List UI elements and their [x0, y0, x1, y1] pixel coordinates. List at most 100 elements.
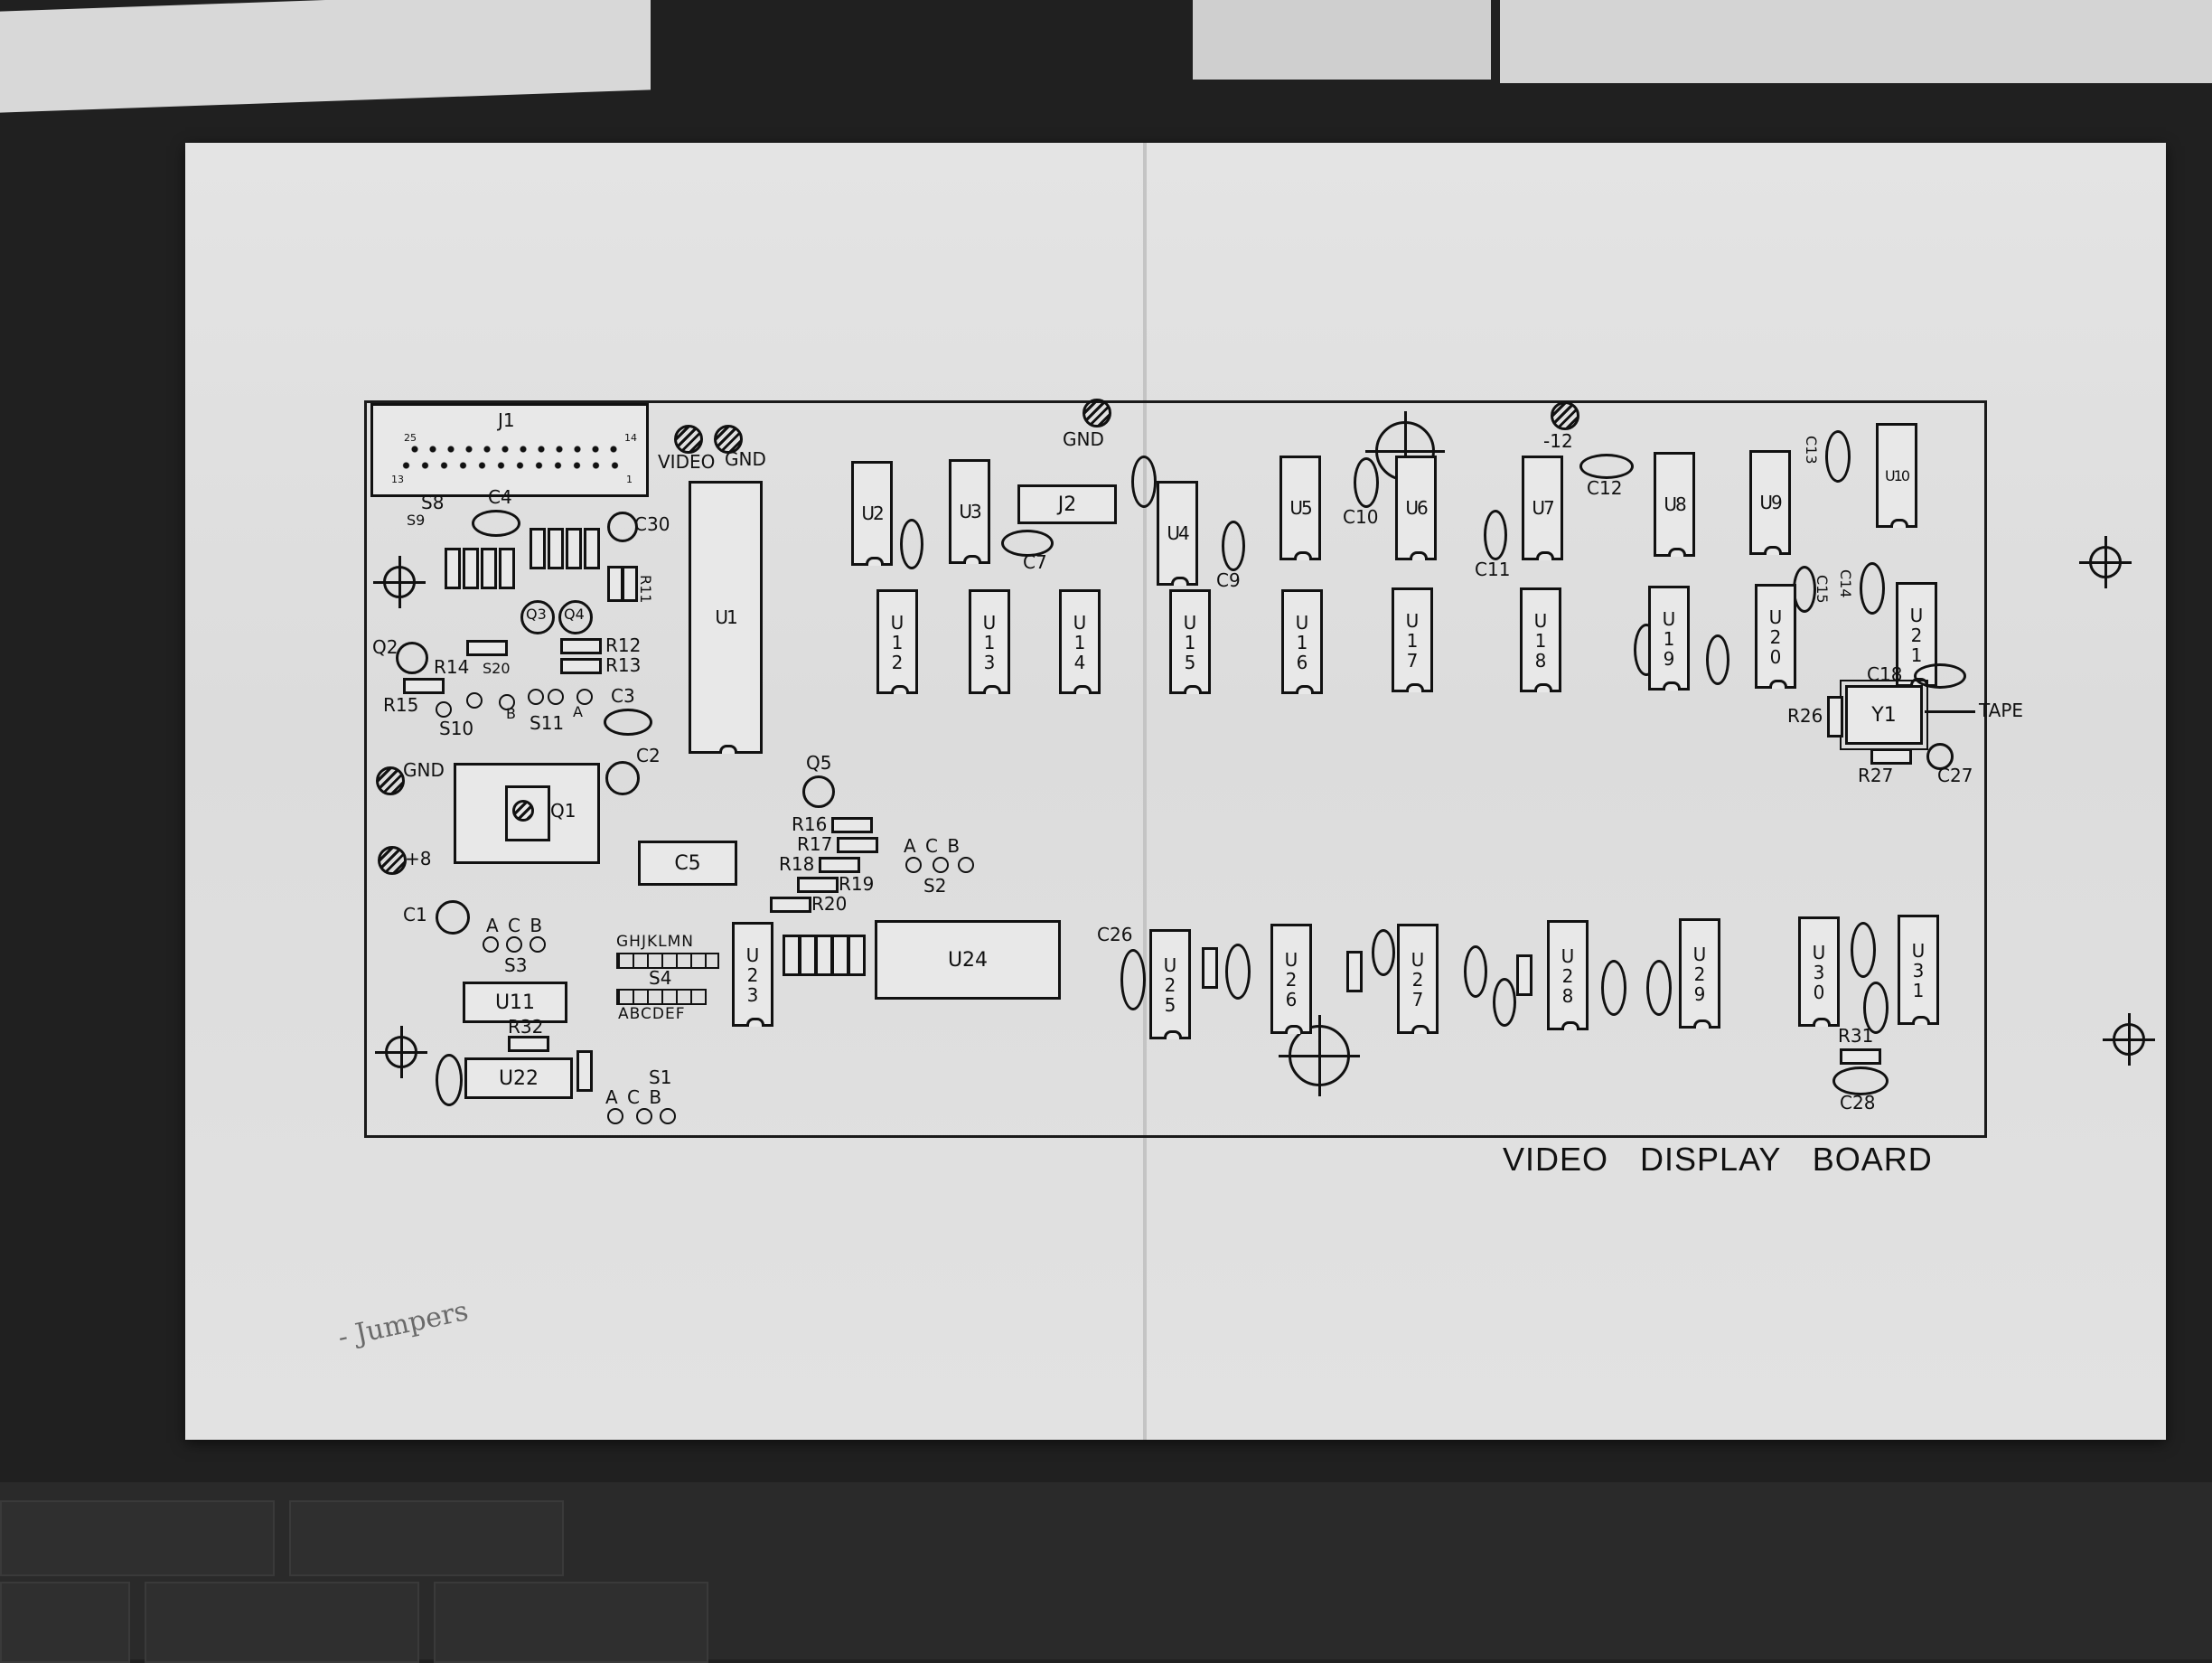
resistor-array [566, 528, 582, 569]
capacitor-c5: C5 [638, 841, 737, 886]
connector-j1-label: J1 [498, 409, 515, 431]
dip-switch-s4-top [616, 953, 719, 969]
resistor-r32 [508, 1036, 549, 1052]
resistor-r31 [1840, 1048, 1881, 1065]
resistor-array [548, 528, 564, 569]
chip-u26-label: U26 [1280, 949, 1302, 1009]
mounting-hole [373, 556, 426, 608]
capacitor-c8 [1131, 456, 1157, 508]
capacitor-c25 [1225, 944, 1251, 1000]
regulator-q1: Q1 [454, 763, 600, 864]
s4-top-label: GHJKLMN [616, 933, 694, 951]
sheet-fold [1143, 143, 1147, 1440]
chip-u22: U22 [464, 1057, 573, 1099]
resistor-r24 [831, 935, 849, 976]
s1-label: S1 [649, 1066, 672, 1088]
r31-label: R31 [1838, 1025, 1874, 1047]
jumper-pad [576, 689, 593, 705]
capacitor-c30 [607, 512, 638, 542]
connector-pin-row [406, 446, 623, 453]
q1-label: Q1 [550, 800, 576, 822]
connector-pin-row [397, 462, 624, 469]
capacitor-c20 [1851, 922, 1876, 978]
chip-u5: U5 [1279, 456, 1321, 560]
capacitor-c13 [1825, 430, 1851, 483]
c12-label: C12 [1587, 477, 1623, 499]
r32-label: R32 [508, 1016, 544, 1038]
r26-label: R26 [1787, 705, 1823, 727]
c28-label: C28 [1840, 1092, 1876, 1113]
chip-u29: U29 [1679, 918, 1720, 1029]
chip-u18: U18 [1520, 587, 1561, 692]
chip-u7-label: U7 [1532, 497, 1554, 519]
c27-label: C27 [1937, 765, 1973, 786]
chip-u12: U12 [876, 589, 918, 694]
chip-u8: U8 [1654, 452, 1695, 557]
plus8-screw-terminal [378, 846, 407, 875]
jumper-pad [958, 857, 974, 873]
capacitor-c7 [1001, 530, 1054, 557]
s4-bottom-label: ABCDEF [618, 1005, 686, 1023]
r20-label: R20 [811, 893, 848, 915]
gnd-label: GND [725, 448, 766, 470]
c3-label: C3 [611, 685, 635, 707]
resistor-r23 [815, 935, 833, 976]
chip-u23-label: U23 [742, 944, 764, 1004]
c26-label: C26 [1097, 924, 1133, 945]
resistor-r29 [1346, 951, 1363, 992]
mounting-hole [1279, 1015, 1360, 1096]
jumper-pad [530, 936, 546, 953]
q2-label: Q2 [372, 636, 398, 658]
capacitor-c6 [900, 519, 923, 569]
regulator-tab [505, 785, 550, 841]
chip-u28-label: U28 [1557, 945, 1579, 1005]
r17-label: R17 [797, 833, 833, 855]
schematic-sheet: J1 25 14 13 1 VIDEO GND GND -12 [185, 143, 2166, 1440]
chip-u21-label: U21 [1906, 605, 1927, 664]
mounting-hole [2079, 536, 2132, 588]
chip-u10-label: U10 [1884, 466, 1910, 484]
chip-u25-label: U25 [1159, 954, 1181, 1014]
chip-u16: U16 [1281, 589, 1323, 694]
chip-u4: U4 [1157, 481, 1198, 586]
chip-u3-label: U3 [959, 501, 981, 522]
capacitor-c17 [1706, 634, 1729, 685]
capacitor-c18 [1914, 663, 1966, 689]
capacitor-c19 [1863, 982, 1889, 1034]
chip-u22-label: U22 [498, 1066, 539, 1090]
chip-u1-label: U1 [715, 606, 737, 628]
chip-u20: U20 [1755, 584, 1796, 689]
chip-u4-label: U4 [1167, 522, 1189, 544]
r12-label: R12 [605, 634, 642, 656]
transistor-q3 [520, 600, 555, 634]
chip-u31-label: U31 [1907, 940, 1929, 1000]
s-a-label: A [573, 703, 583, 720]
connector-pin-label: 25 [404, 432, 417, 444]
j2-label: J2 [1057, 493, 1077, 516]
jumper-pad [905, 857, 922, 873]
connector-pin-label: 14 [624, 432, 637, 444]
gnd-left-label: GND [403, 759, 445, 781]
chip-u25: U25 [1149, 929, 1191, 1039]
c2-label: C2 [636, 745, 661, 766]
plus8-label: +8 [405, 848, 432, 869]
gnd-top-label: GND [1063, 428, 1104, 450]
c18-label: C18 [1867, 663, 1903, 685]
crystal-y1: Y1 [1840, 680, 1928, 750]
resistor-r27 [1870, 748, 1912, 765]
chip-u27: U27 [1397, 924, 1439, 1034]
jumper-pad [528, 689, 544, 705]
resistor-r26 [1827, 696, 1843, 738]
s20-label: S20 [483, 660, 511, 677]
chip-u20-label: U20 [1765, 606, 1786, 666]
chip-u17: U17 [1392, 587, 1433, 692]
c9-label: C9 [1216, 569, 1241, 591]
capacitor-c27 [1926, 743, 1954, 770]
chip-u14-label: U14 [1069, 612, 1091, 672]
c13-label: C13 [1803, 436, 1820, 465]
capacitor-c21 [1646, 960, 1672, 1016]
chip-u7: U7 [1522, 456, 1563, 560]
chip-u16-label: U16 [1291, 612, 1313, 672]
r19-label: R19 [839, 873, 875, 895]
resistor-r14 [466, 640, 508, 656]
